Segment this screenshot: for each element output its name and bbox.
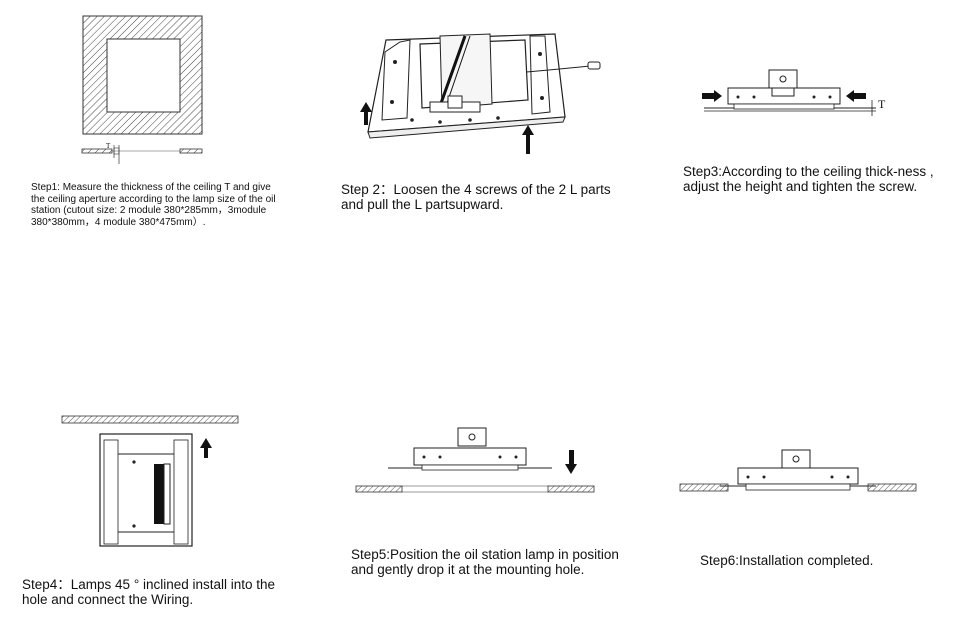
step1-diagram: T [81,15,203,164]
step6-diagram [679,449,917,492]
ceiling-section [61,415,239,424]
driver-box [410,33,529,124]
ceiling-cutout-plan [82,15,203,135]
step6-caption: Step6:Installation completed. [700,553,874,568]
ceiling-section [81,145,203,164]
lamp-tilted [99,433,193,547]
step4-caption: Step4：Lamps 45 ° inclined install into t… [22,577,276,607]
driver-box [768,69,798,97]
step1-caption: Step1: Measure the thickness of the ceil… [31,182,276,228]
up-arrow-right [522,125,534,154]
l-bracket-right [529,35,551,115]
step5-caption: Step5:Position the oil station lamp in p… [351,547,619,577]
step2-caption: Step 2：Loosen the 4 screws of the 2 L pa… [341,182,611,212]
left-arrow [846,90,866,102]
step3-diagram: T [702,69,886,116]
up-arrow [200,438,212,458]
right-arrow [702,90,722,102]
ceiling-section [355,485,595,493]
thickness-dimension [868,100,876,116]
power-cable [525,61,601,73]
thickness-label: T [878,97,886,111]
up-arrow-left [360,102,372,125]
step3-caption: Step3:According to the ceiling thick-nes… [683,164,934,194]
lamp-body [388,427,552,471]
installed-lamp [737,449,859,491]
down-arrow [565,450,577,474]
step5-diagram [355,427,595,493]
thickness-label: T [106,142,111,150]
step2-diagram [360,33,601,154]
l-bracket-left [381,39,411,121]
step4-diagram [61,415,239,547]
